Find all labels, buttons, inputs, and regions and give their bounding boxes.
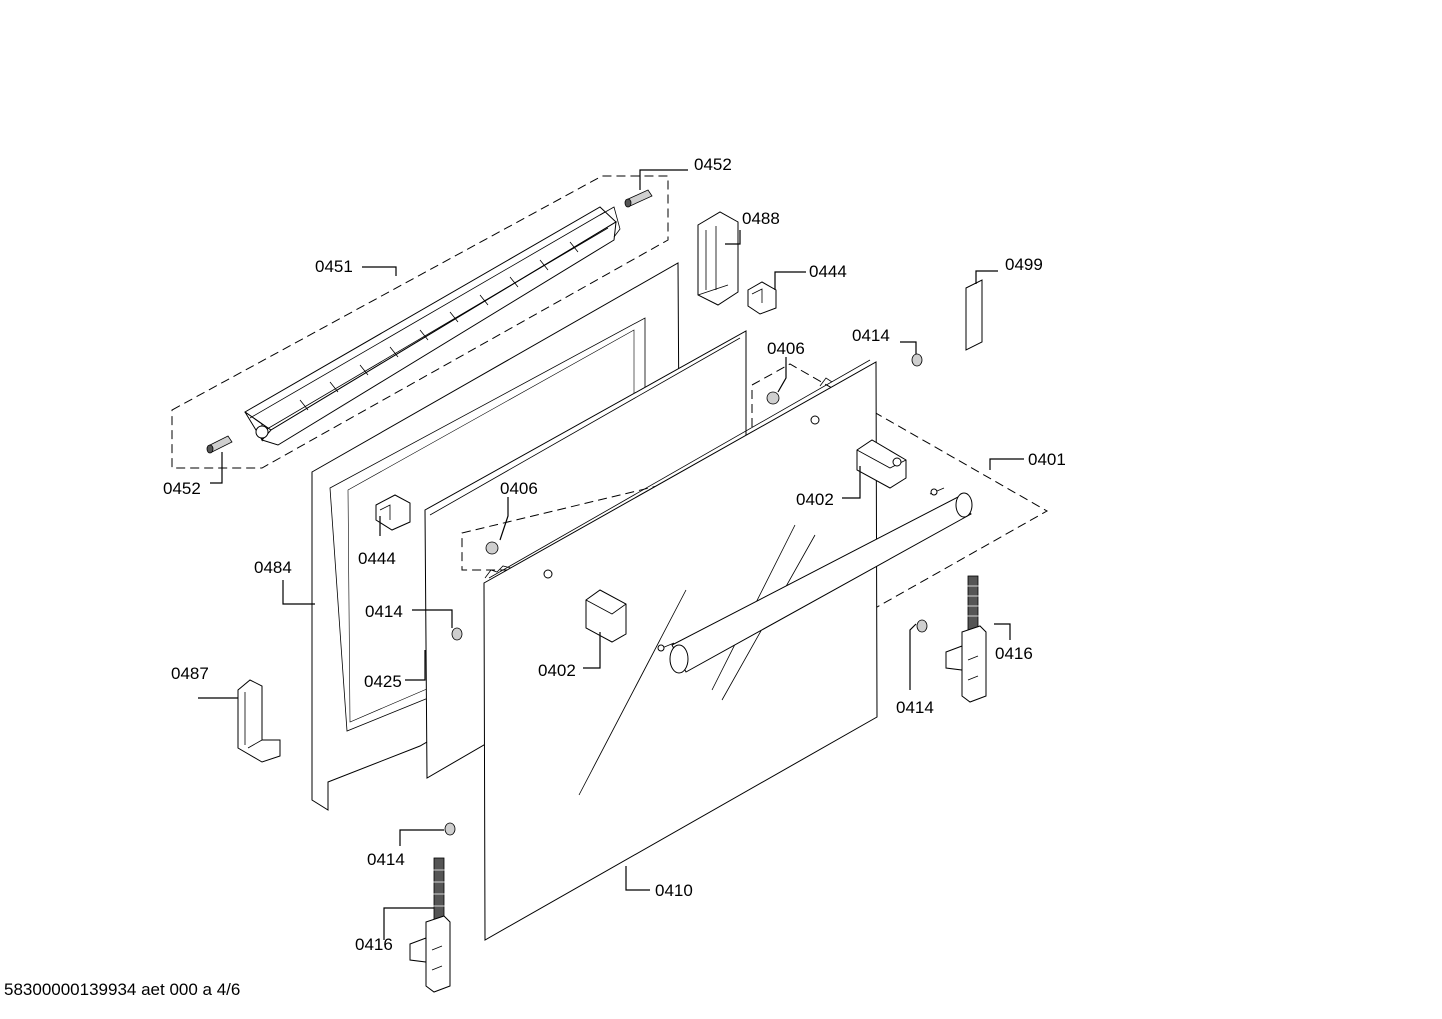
- callout-0425: 0425: [364, 672, 402, 691]
- callout-0444-left: 0444: [358, 549, 396, 568]
- drawing-id-footer: 58300000139934 aet 000 a 4/6: [4, 980, 241, 999]
- hinge-bracket-bottom: [237, 679, 281, 763]
- door-handle: [657, 487, 973, 674]
- leader-lines: [198, 169, 1024, 940]
- handle-support-right: [856, 439, 907, 489]
- cap-right: [916, 619, 928, 633]
- hinge-bottom: [409, 857, 451, 993]
- callout-0452-bottom: 0452: [163, 479, 201, 498]
- clip-mid: [485, 541, 499, 555]
- callout-0484: 0484: [254, 558, 292, 577]
- cap-mid: [451, 627, 463, 641]
- seal-strip: [965, 279, 983, 351]
- callout-0444-right: 0444: [809, 262, 847, 281]
- callout-0410: 0410: [655, 881, 693, 900]
- callout-0402-right: 0402: [796, 490, 834, 509]
- clip-bracket-mid: [484, 565, 512, 579]
- callout-0416-right: 0416: [995, 644, 1033, 663]
- clip-bracket-top: [819, 377, 833, 387]
- callout-0488: 0488: [742, 209, 780, 228]
- callout-0414-mid: 0414: [365, 602, 403, 621]
- callout-0406-top: 0406: [767, 339, 805, 358]
- latch-right: [747, 281, 777, 315]
- callout-0452-top: 0452: [694, 155, 732, 174]
- hinge-bracket-top: [697, 211, 739, 306]
- latch-left: [375, 494, 411, 531]
- top-trim-bar: [244, 206, 621, 446]
- callout-labels: 0452 0451 0452 0488 0444 0499 0414 0406 …: [163, 155, 1066, 954]
- hinge-right: [945, 575, 987, 703]
- hinge-pin-bottom: [206, 435, 233, 454]
- callout-0416-bottom: 0416: [355, 935, 393, 954]
- callout-0406-mid: 0406: [500, 479, 538, 498]
- callout-0401: 0401: [1028, 450, 1066, 469]
- hinge-pin-top: [624, 189, 653, 208]
- callout-0499: 0499: [1005, 255, 1043, 274]
- callout-0487: 0487: [171, 664, 209, 683]
- trim-group-outline: [171, 175, 669, 469]
- callout-0414-bottom: 0414: [367, 850, 405, 869]
- callout-0414-top: 0414: [852, 326, 890, 345]
- callout-0451: 0451: [315, 257, 353, 276]
- cap-bottom: [444, 822, 456, 836]
- callout-0402-left: 0402: [538, 661, 576, 680]
- clip-top: [766, 391, 780, 405]
- cap-top: [911, 353, 923, 367]
- callout-0414-right: 0414: [896, 698, 934, 717]
- handle-support-left: [585, 589, 627, 643]
